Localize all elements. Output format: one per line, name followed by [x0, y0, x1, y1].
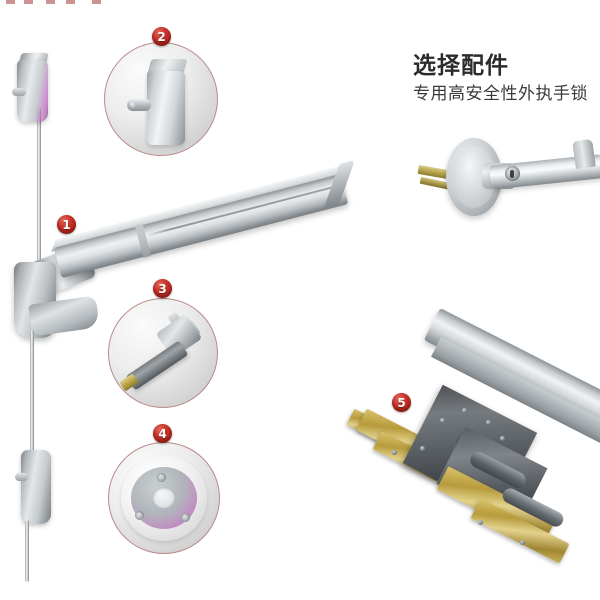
inset-latch-pin — [127, 99, 151, 111]
top-vertical-rod — [37, 108, 41, 276]
top-latch-pin — [12, 88, 26, 96]
rivet — [500, 436, 505, 441]
rivet — [478, 520, 483, 525]
push-bar-front-face — [53, 173, 349, 279]
inset-latch-body — [147, 71, 185, 145]
bottom-latch-pin — [15, 473, 28, 481]
inset-plate-screw-hole — [157, 473, 166, 482]
callout-badge-1[interactable]: 1 — [57, 215, 76, 234]
rivet — [392, 450, 397, 455]
accessory-heading-block: 选择配件 专用高安全性外执手锁 — [413, 52, 600, 106]
bottom-vertical-rod — [30, 330, 34, 462]
rivet — [420, 446, 425, 451]
rivet — [462, 408, 467, 413]
callout-badge-3[interactable]: 3 — [153, 279, 172, 298]
callout-badge-4[interactable]: 4 — [153, 424, 172, 443]
inset-plate-screw-hole — [135, 511, 144, 520]
rivet — [440, 418, 445, 423]
inset-strike-plate — [108, 442, 220, 554]
rivet — [520, 540, 525, 545]
keyed-cylinder — [505, 166, 520, 181]
page-subtitle: 专用高安全性外执手锁 — [413, 84, 588, 104]
callout-badge-5[interactable]: 5 — [392, 393, 411, 412]
inset-top-latch — [104, 42, 218, 156]
inset-plate-screw-hole — [181, 513, 190, 522]
bottom-latch-housing — [21, 450, 51, 524]
lever-return-tip — [572, 138, 596, 170]
callout-badge-2[interactable]: 2 — [152, 27, 171, 46]
cropped-top-text-artifact — [0, 0, 120, 5]
inset-plate-center-bore — [153, 487, 175, 508]
inset-latch-bracket — [108, 298, 218, 408]
rivet — [486, 420, 491, 425]
page-title: 选择配件 — [413, 53, 509, 79]
bottom-rod-extension — [25, 520, 29, 582]
